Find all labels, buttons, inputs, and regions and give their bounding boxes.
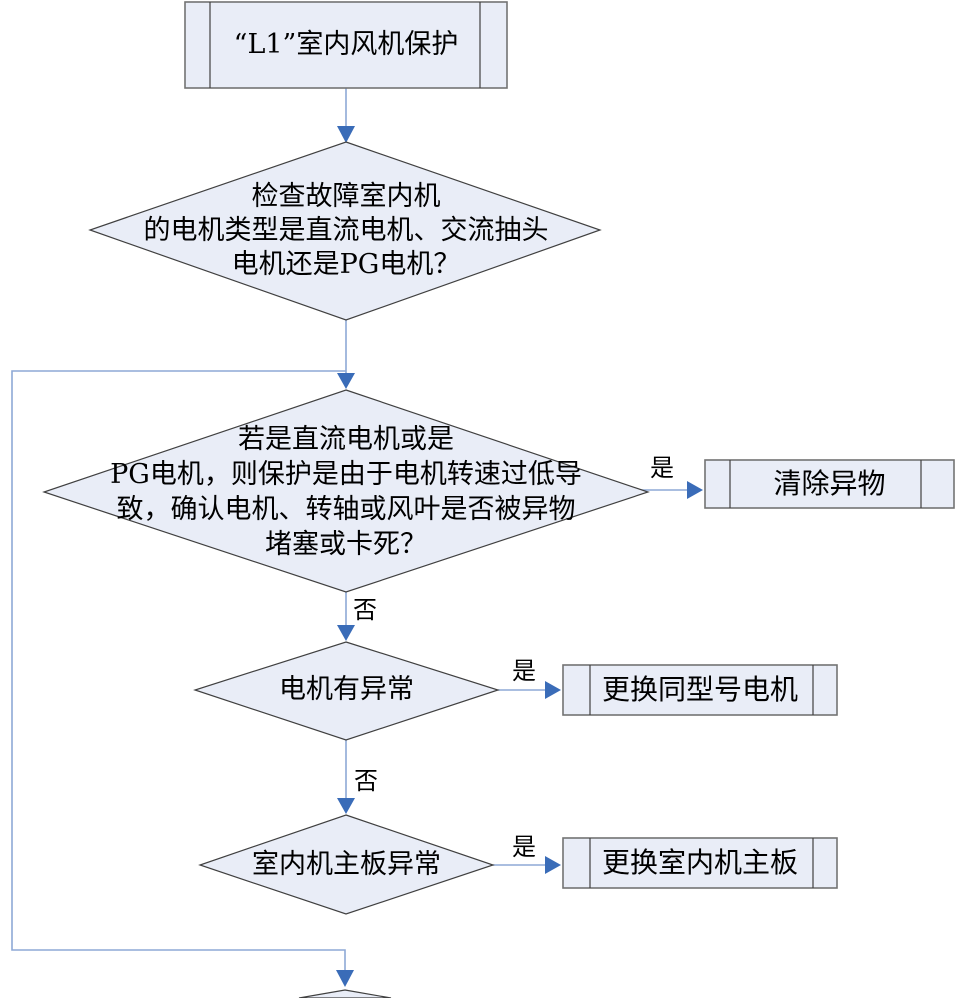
- arrowhead-d4: [337, 798, 355, 814]
- yes-label-d2: 是: [650, 454, 674, 482]
- connector-bypass-left: [11, 370, 346, 972]
- clear-box-label: 清除异物: [773, 467, 886, 500]
- no-label-d3: 否: [354, 767, 378, 795]
- motor-box-label: 更换同型号电机: [601, 673, 798, 706]
- decision-foreign-object-line3: 致，确认电机、转轴或风叶是否被异物: [116, 494, 576, 525]
- clear-box-shape: [704, 459, 955, 509]
- start-node-label: “L1”室内风机保护: [233, 29, 459, 60]
- bottom-diamond-tip-shape: [298, 989, 392, 998]
- arrowhead-d1: [337, 126, 355, 143]
- decision-foreign-object-line1: 若是直流电机或是: [238, 424, 454, 455]
- decision-board-abnormal-shape: [198, 814, 495, 915]
- board-box-shape: [562, 837, 838, 889]
- decision-foreign-object-label: 若是直流电机或是 PG电机，则保护是由于电机转速过低导 致，确认电机、转轴或风叶…: [44, 421, 648, 563]
- arrowhead-clear-box: [687, 481, 703, 499]
- decision-motor-type-line1: 检查故障室内机: [251, 181, 441, 212]
- decision-motor-type-label: 检查故障室内机 的电机类型是直流电机、交流抽头 电机还是PG电机？: [96, 180, 596, 282]
- no-label-d2: 否: [353, 596, 377, 624]
- yes-label-d4: 是: [512, 833, 536, 861]
- decision-motor-abnormal-shape: [193, 641, 500, 741]
- arrowhead-d3: [337, 625, 355, 641]
- decision-foreign-object-line4: 堵塞或卡死？: [265, 529, 427, 560]
- decision-motor-type-shape: [88, 141, 602, 321]
- decision-foreign-object-shape: [42, 389, 650, 593]
- motor-box-shape: [562, 664, 838, 716]
- decision-motor-type-line2: 的电机类型是直流电机、交流抽头: [143, 215, 549, 246]
- board-box-label: 更换室内机主板: [601, 846, 798, 879]
- arrowhead-d2: [337, 373, 355, 389]
- start-node-shape: [184, 1, 508, 89]
- arrowhead-board-box: [545, 856, 561, 874]
- arrowhead-motor-box: [545, 681, 561, 699]
- decision-motor-type-line3: 电机还是PG电机？: [231, 249, 461, 280]
- decision-motor-abnormal-label: 电机有异常: [279, 674, 414, 705]
- arrowhead-bottom: [336, 970, 354, 987]
- yes-label-d3: 是: [512, 657, 536, 685]
- decision-board-abnormal-label: 室内机主板异常: [252, 849, 441, 880]
- decision-foreign-object-line2: PG电机，则保护是由于电机转速过低导: [110, 459, 582, 490]
